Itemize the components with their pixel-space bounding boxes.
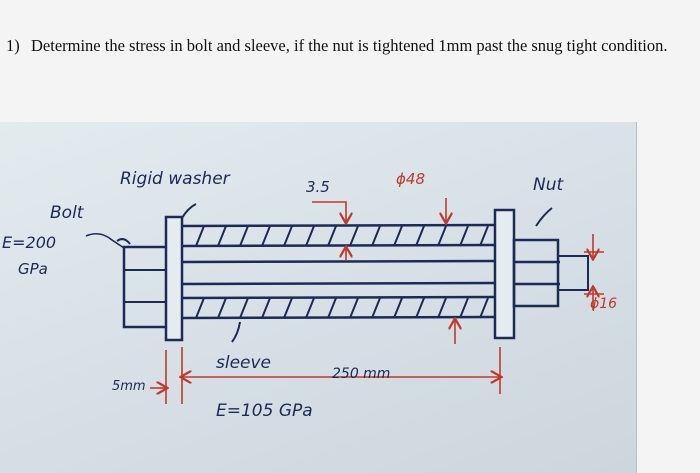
bolt-sleeve-diagram: Rigid washer Nut Bolt E=200 GPa 3.5 ɸ48 …	[2, 169, 617, 421]
question-text: Determine the stress in bolt and sleeve,…	[31, 36, 668, 55]
washer-leader	[181, 203, 197, 219]
sleeve-leader	[231, 321, 241, 343]
whiteboard-photo: Rigid washer Nut Bolt E=200 GPa 3.5 ɸ48 …	[0, 122, 637, 473]
question-number: 1)	[6, 36, 20, 55]
rigid-washer-label: Rigid washer	[120, 169, 231, 189]
nut	[512, 238, 589, 308]
sleeve	[181, 223, 496, 320]
sleeve-modulus-label: E=105 GPa	[216, 401, 313, 421]
bolt-modulus-unit: GPa	[18, 260, 48, 278]
dimension-lines	[150, 198, 604, 404]
rigid-washer-left	[164, 215, 184, 342]
bolt-label: Bolt	[50, 203, 85, 223]
washer-thickness-label: 5mm	[112, 379, 146, 394]
nut-leader	[535, 207, 553, 227]
sleeve-label: sleeve	[216, 353, 271, 373]
sleeve-thickness-label: 3.5	[306, 178, 330, 196]
sleeve-diameter-label: ɸ48	[396, 170, 425, 188]
bolt-diameter-label: ɸ16	[590, 296, 617, 312]
length-label: 250 mm	[332, 366, 390, 382]
bolt-leader	[85, 232, 125, 249]
rigid-washer-right	[493, 208, 516, 340]
bolt-modulus-label: E=200	[2, 233, 56, 252]
nut-label: Nut	[533, 175, 564, 195]
